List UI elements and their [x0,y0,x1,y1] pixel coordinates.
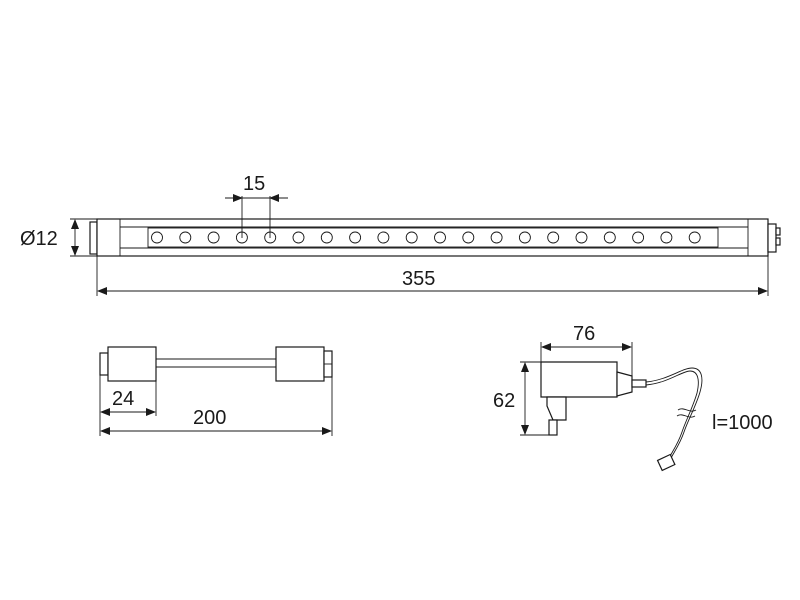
led-2 [179,231,192,244]
power-adapter-drawing: 76 62 l=1000 [493,323,773,472]
led-12 [462,231,475,244]
led-8 [349,231,362,244]
adapter-body [540,361,618,398]
led-18 [632,231,645,244]
right-plug [275,346,325,382]
led-6 [292,231,305,244]
led-19 [660,231,673,244]
led-7 [320,231,333,244]
led-1 [151,231,163,244]
led-strip [147,227,719,248]
led-3 [207,231,220,244]
led-group [151,231,701,244]
bar-length-label: 355 [402,268,435,290]
connector-cable-drawing: 24 200 [99,346,333,436]
led-20 [688,231,701,244]
led-13 [490,231,503,244]
left-plug [99,352,109,376]
led-pitch-label: 15 [243,173,265,195]
cable-length-label: 200 [193,407,226,429]
adapter-cable-length-label: l=1000 [712,412,773,434]
led-bar-right-cap [767,223,777,253]
led-bar-body [96,218,769,257]
diameter-label: Ø12 [20,228,58,250]
led-16 [575,231,588,244]
led-14 [518,231,531,244]
led-bar-drawing: Ø12 15 355 [20,173,781,296]
adapter-cable [645,367,703,461]
led-17 [603,231,616,244]
led-11 [434,231,446,244]
led-15 [547,231,560,244]
led-9 [377,231,390,244]
adapter-height-label: 62 [493,390,515,412]
adapter-width-label: 76 [573,323,595,345]
led-10 [405,231,418,244]
led-bar-left-cap [89,221,98,255]
plug-length-label: 24 [112,388,134,410]
adapter-cable-plug [656,453,676,472]
